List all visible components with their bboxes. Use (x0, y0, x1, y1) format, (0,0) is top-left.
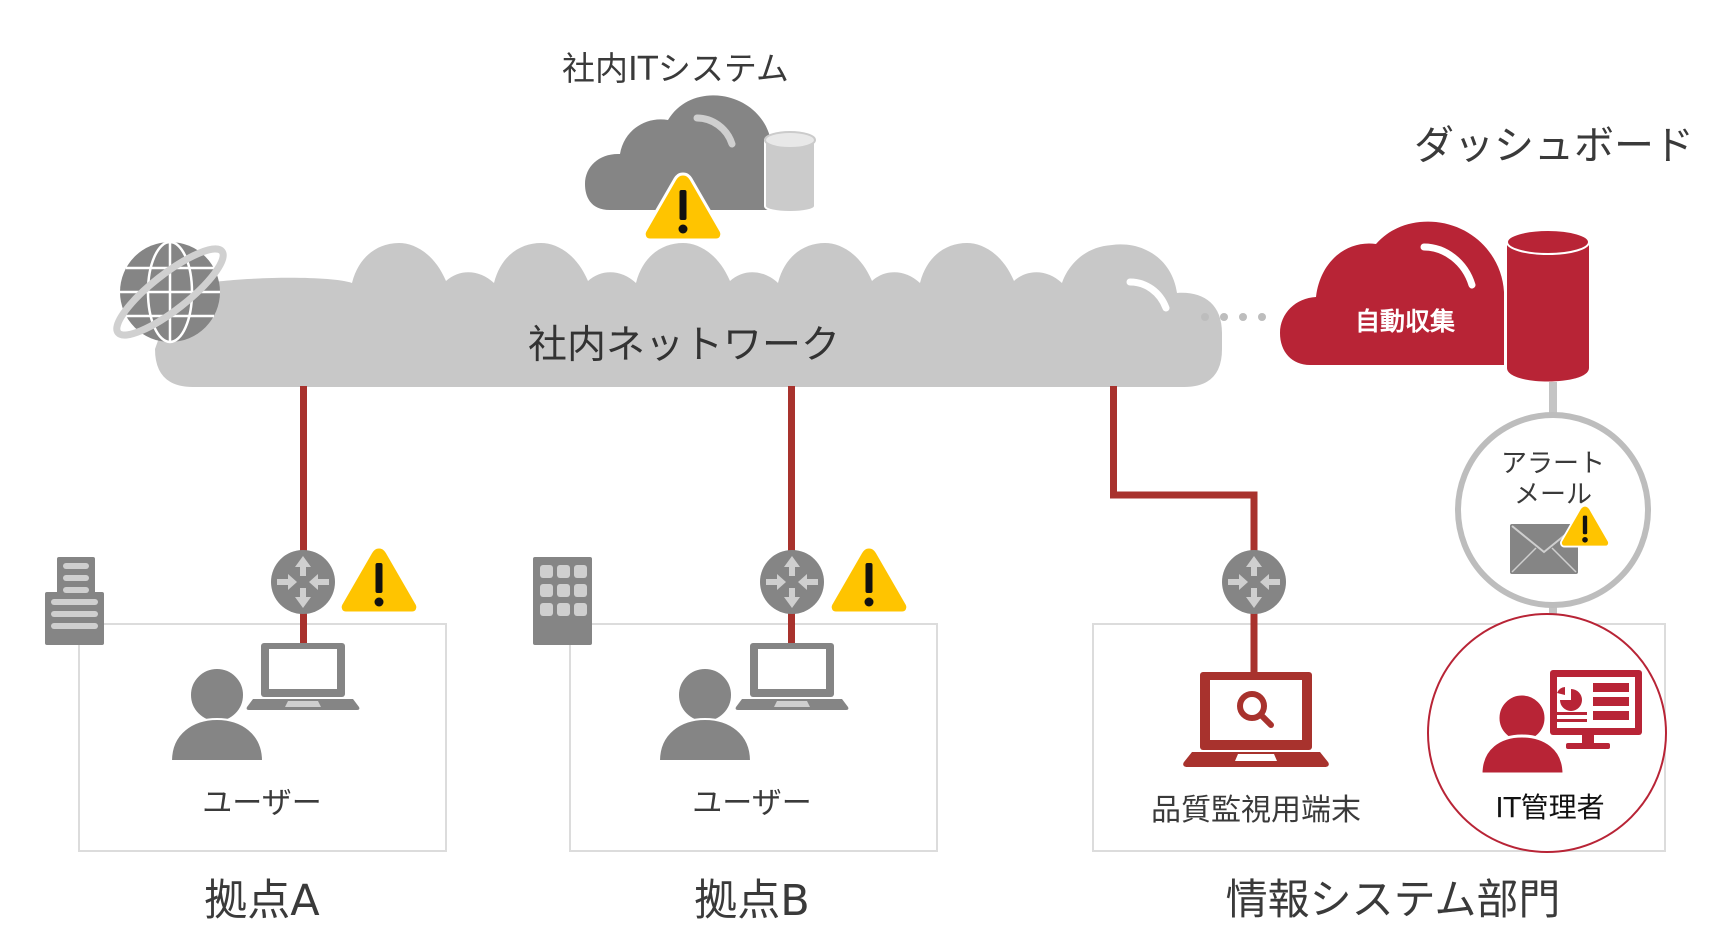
building-window (557, 565, 570, 578)
dashboard-database-icon (1506, 229, 1590, 382)
building-window (574, 584, 587, 597)
admin-monitor-icon (1550, 670, 1642, 749)
site-b-user-icon (658, 667, 752, 762)
site-a-router-icon (271, 550, 335, 614)
building-window (574, 565, 587, 578)
building-window (540, 584, 553, 597)
alert-connector-bottom (1549, 604, 1557, 616)
auto-collect-label: 自動収集 (1355, 307, 1456, 336)
site-a-user-label: ユーザー (202, 786, 322, 821)
site-a-laptop-icon (246, 643, 360, 710)
site-a-box (78, 623, 447, 852)
site-b-warning-icon (828, 545, 910, 615)
dashboard-cloud-icon (1280, 221, 1504, 365)
it-admin-label: IT管理者 (1495, 791, 1605, 824)
site-b-router-icon (760, 550, 824, 614)
it-dept-router-icon (1222, 550, 1286, 614)
building-window (574, 603, 587, 616)
dashboard-title: ダッシュボード (1414, 123, 1694, 169)
site-a-user-icon (170, 667, 264, 762)
building-window (557, 603, 570, 616)
it-admin-user-icon (1479, 692, 1566, 776)
site-b-link-line (788, 386, 795, 644)
site-a-link-line (300, 386, 307, 644)
it-system-title: 社内ITシステム (562, 49, 789, 88)
alert-mail-line2: メール (1513, 480, 1593, 510)
network-label: 社内ネットワーク (528, 323, 841, 368)
it-system-database-icon (764, 131, 816, 213)
it-system-cloud-icon (585, 95, 772, 210)
building-window (557, 584, 570, 597)
building-window (540, 565, 553, 578)
site-a-building-icon (45, 557, 104, 645)
it-dept-link-line (1110, 386, 1258, 672)
site-b-laptop-icon (735, 643, 849, 710)
magnifier-icon (1237, 691, 1274, 728)
alert-mail-line1: アラート (1500, 449, 1606, 479)
globe-icon (113, 240, 227, 344)
building-window (540, 603, 553, 616)
it-dept-name: 情報システム部門 (1225, 875, 1561, 924)
alert-connector-top (1549, 382, 1557, 416)
site-b-box (569, 623, 938, 852)
alert-mail-circle (1455, 412, 1651, 608)
site-b-name: 拠点B (694, 876, 810, 926)
site-a-name: 拠点A (204, 876, 320, 926)
monitoring-laptop-icon (1183, 672, 1329, 767)
collection-dotted-line (1201, 313, 1266, 321)
site-b-user-label: ユーザー (692, 786, 812, 821)
monitoring-terminal-label: 品質監視用端末 (1151, 793, 1361, 828)
site-a-warning-icon (338, 545, 420, 615)
site-b-building-icon (533, 557, 592, 645)
network-cloud-icon (155, 243, 1222, 387)
